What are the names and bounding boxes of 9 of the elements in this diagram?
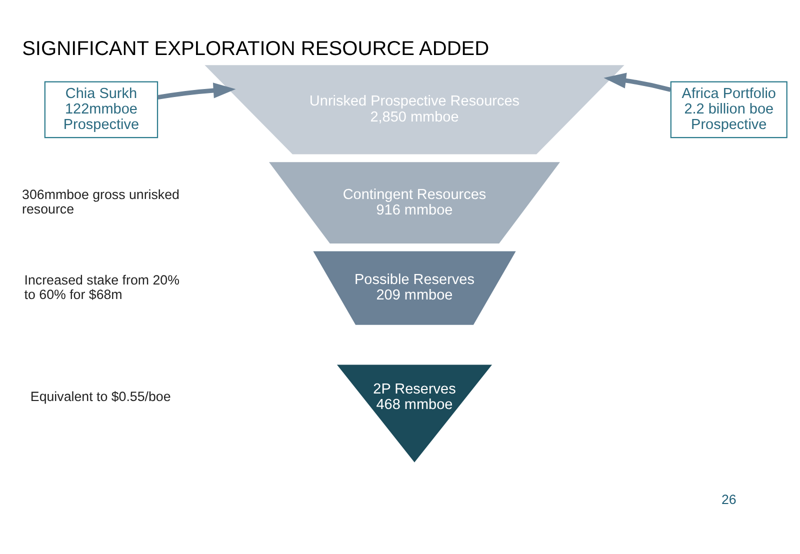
label: 306mmboe gross unrisked resource — [22, 186, 180, 216]
arrow — [157, 82, 236, 100]
label: Equivalent to $0.55/boe — [30, 388, 171, 404]
node-box: Chia Surkh 122mmboe Prospective — [44, 80, 158, 138]
label: 26 — [721, 491, 736, 506]
arrow — [604, 72, 672, 92]
label: Increased stake from 20% to 60% for $68m — [24, 272, 180, 302]
diagram-title: SIGNIFICANT EXPLORATION RESOURCE ADDED — [22, 37, 490, 60]
node-box: Africa Portfolio 2.2 billion boe Prospective — [670, 80, 788, 138]
